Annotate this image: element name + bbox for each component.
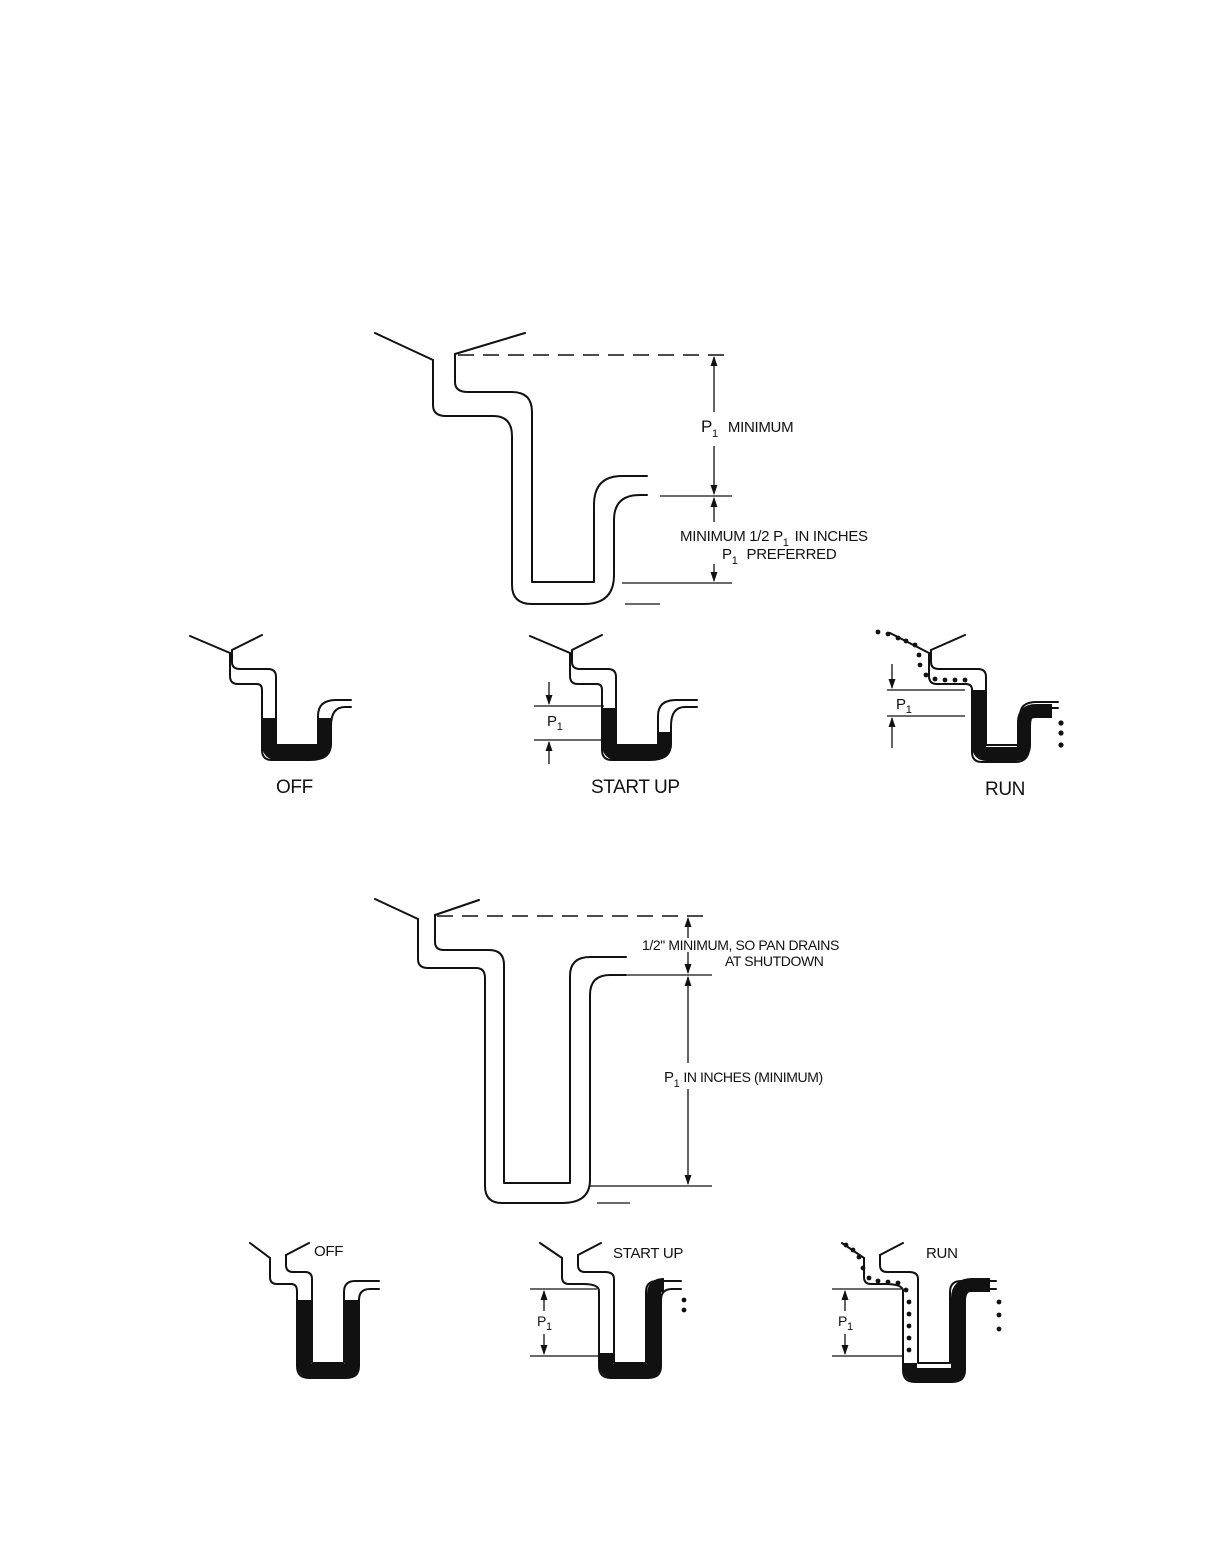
bottom-run-p1-label: P1	[838, 1313, 853, 1333]
bottom-main-trap: 1/2" MINIMUM, SO PAN DRAINS AT SHUTDOWN …	[375, 899, 839, 1203]
top-drain-pan	[375, 333, 525, 360]
top-run-p1-label: P1	[896, 696, 912, 716]
bottom-drain-label-line1: 1/2" MINIMUM, SO PAN DRAINS	[642, 937, 839, 953]
bottom-state-run: P1 RUN	[832, 1243, 1001, 1382]
top-startup-p1-label: P1	[547, 713, 563, 733]
bottom-trap-inner-wall	[435, 915, 626, 1183]
top-run-droplets	[876, 630, 1064, 748]
top-trap-inner-wall	[455, 354, 647, 582]
top-run-label: RUN	[985, 779, 1025, 800]
top-trap-outer-wall	[433, 360, 647, 604]
bottom-trap-outer-wall	[418, 919, 626, 1203]
bottom-state-off: OFF	[250, 1243, 379, 1378]
top-state-startup: P1 START UP	[530, 635, 697, 798]
bottom-run-label: RUN	[926, 1245, 958, 1262]
top-startup-label: START UP	[591, 777, 680, 798]
top-state-run: P1 RUN	[876, 630, 1064, 800]
bottom-off-label: OFF	[314, 1243, 343, 1260]
bottom-startup-label: START UP	[613, 1245, 683, 1262]
top-off-label: OFF	[276, 777, 313, 798]
bottom-run-droplets	[844, 1243, 1002, 1353]
bottom-drain-label-line2: AT SHUTDOWN	[725, 953, 824, 969]
bottom-state-startup: P1 START UP	[530, 1243, 686, 1378]
top-state-off: OFF	[190, 635, 351, 798]
bottom-startup-p1-label: P1	[537, 1313, 552, 1333]
